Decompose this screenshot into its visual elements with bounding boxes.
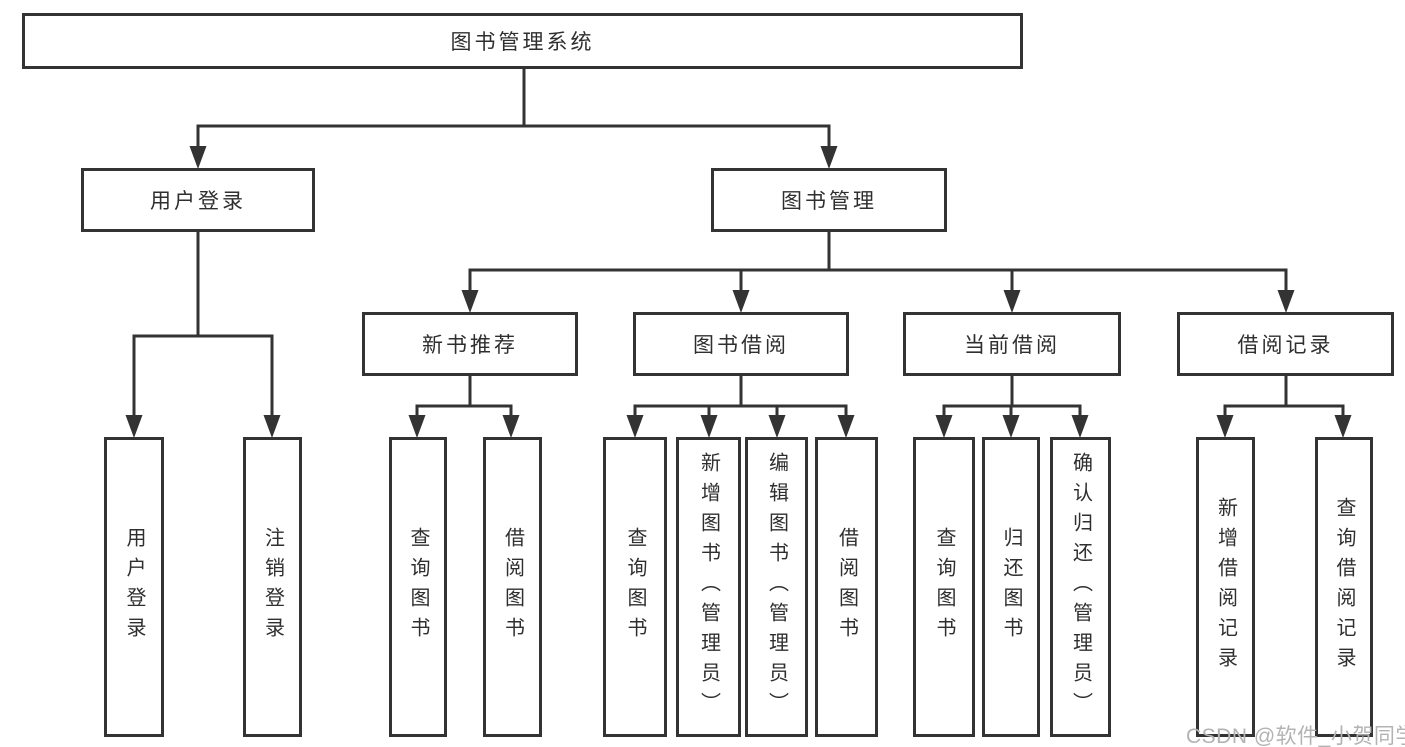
node-book-management-branch: 图书管理	[711, 168, 947, 232]
node-confirm-return-admin: 确认归还（管理员）	[1050, 437, 1111, 737]
node-query-books-borrowing: 查询图书	[603, 437, 667, 737]
node-query-books-current: 查询图书	[913, 437, 975, 737]
node-user-login-branch: 用户登录	[81, 168, 315, 232]
node-label: 注销登录	[261, 527, 284, 647]
node-label: 新增图书（管理员）	[697, 452, 720, 722]
csdn-watermark: CSDN @软件_小贺同学	[1186, 725, 1405, 747]
node-edit-books-admin: 编辑图书（管理员）	[745, 437, 808, 737]
node-label: 借阅图书	[501, 527, 524, 647]
node-query-borrow-record: 查询借阅记录	[1315, 437, 1373, 737]
node-borrowing-records: 借阅记录	[1177, 312, 1394, 376]
node-label: 查询图书	[933, 527, 955, 647]
node-label: 查询图书	[624, 527, 646, 647]
node-label: 归还图书	[1000, 527, 1022, 647]
node-current-borrowing: 当前借阅	[903, 312, 1121, 376]
node-user-login-leaf: 用户登录	[104, 437, 164, 737]
node-label: 新增借阅记录	[1214, 497, 1237, 677]
node-book-borrowing: 图书借阅	[633, 312, 849, 376]
node-label: 用户登录	[123, 527, 145, 647]
node-label: 确认归还（管理员）	[1069, 452, 1092, 722]
node-logout: 注销登录	[243, 437, 302, 737]
node-library-system: 图书管理系统	[22, 13, 1023, 69]
node-label: 编辑图书（管理员）	[765, 452, 788, 722]
node-add-books-admin: 新增图书（管理员）	[676, 437, 741, 737]
node-label: 查询借阅记录	[1333, 497, 1355, 677]
node-new-book-recommend: 新书推荐	[362, 312, 578, 376]
node-borrow-books-recommend: 借阅图书	[483, 437, 542, 737]
node-query-books-recommend: 查询图书	[389, 437, 447, 737]
node-borrow-books: 借阅图书	[815, 437, 878, 737]
node-add-borrow-record: 新增借阅记录	[1196, 437, 1255, 737]
node-return-books: 归还图书	[982, 437, 1040, 737]
node-label: 查询图书	[407, 527, 429, 647]
arrowheads	[125, 146, 1352, 438]
node-label: 借阅图书	[835, 527, 858, 647]
